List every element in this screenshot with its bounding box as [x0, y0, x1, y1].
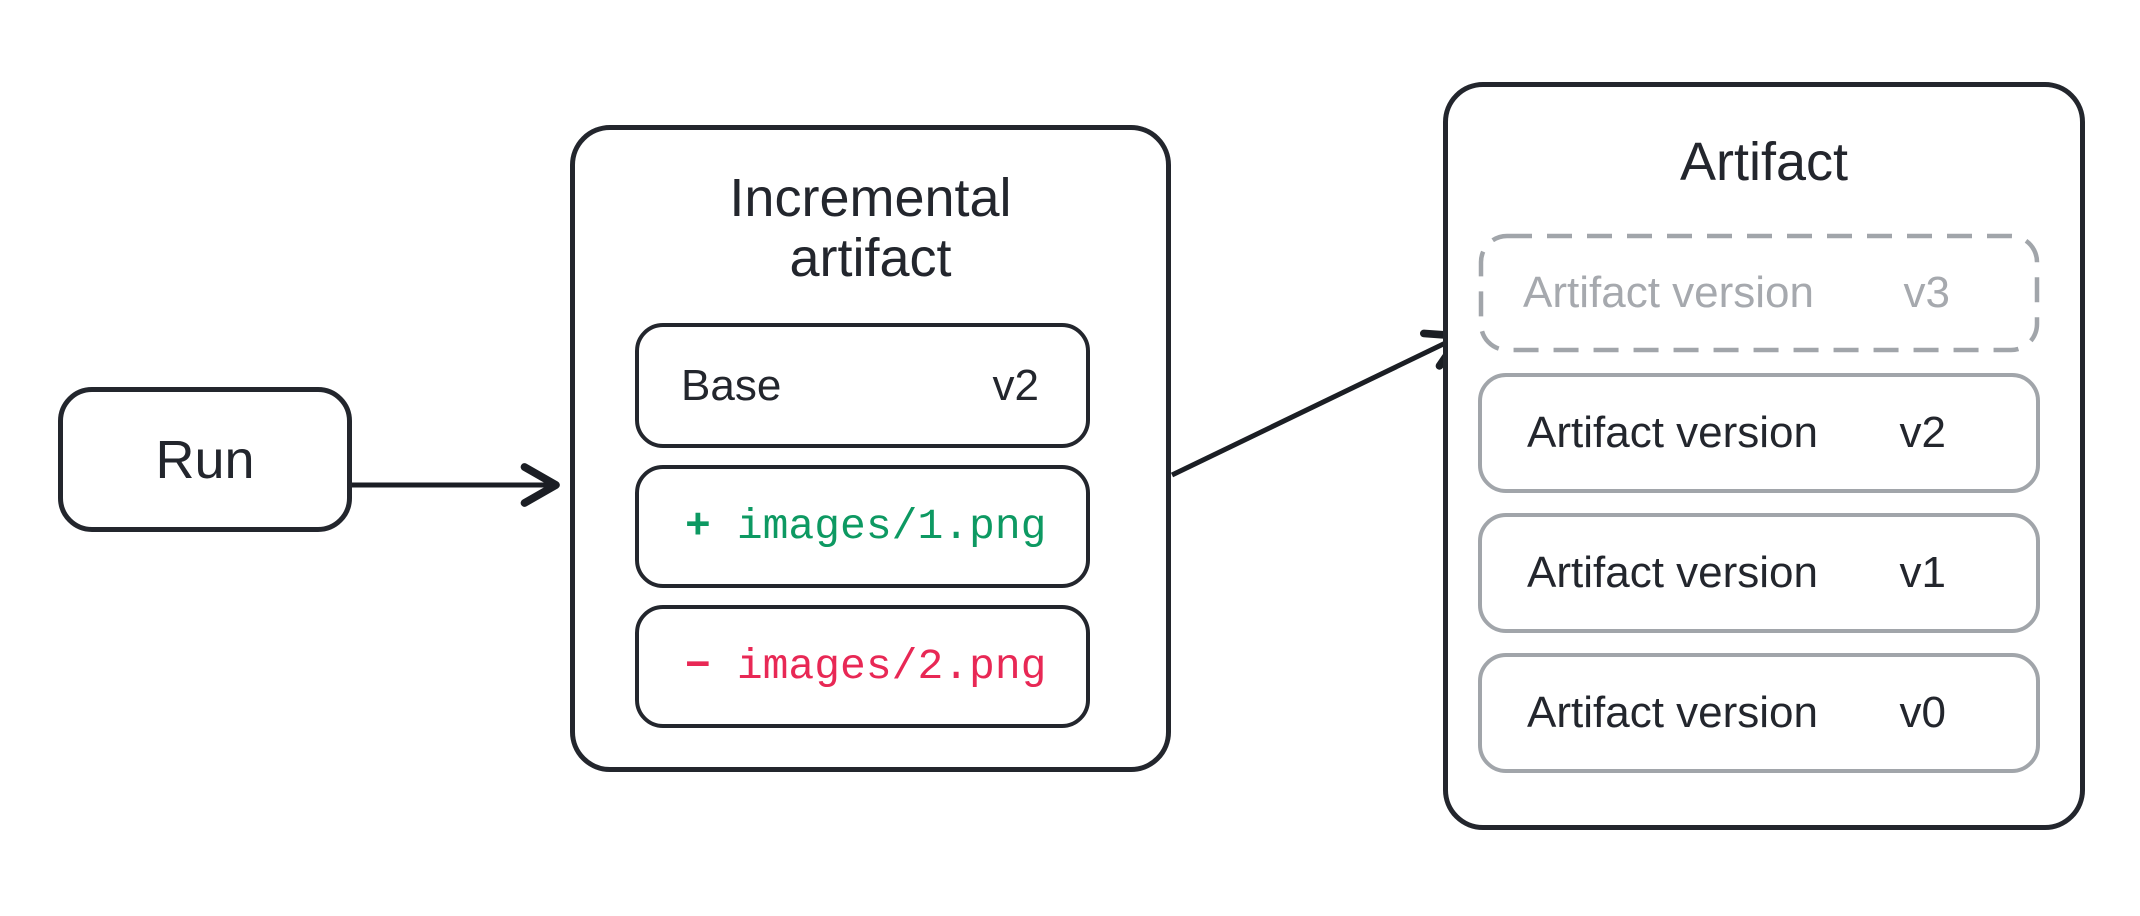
- added-file-row: + images/1.png: [635, 465, 1090, 588]
- run-label: Run: [155, 429, 255, 490]
- plus-icon: +: [685, 502, 711, 551]
- base-label: Base: [681, 360, 782, 410]
- artifact-version-label: Artifact version: [1527, 548, 1818, 597]
- incremental-to-artifact-arrow: [1170, 329, 1464, 478]
- artifact-version-badge: v3: [1903, 268, 1950, 317]
- artifact-version-label: Artifact version: [1523, 268, 1814, 317]
- minus-icon: −: [685, 642, 711, 691]
- artifact-version-badge: v1: [1899, 548, 1946, 597]
- artifact-version-row: Artifact version v0: [1478, 653, 2040, 773]
- removed-file-row: − images/2.png: [635, 605, 1090, 728]
- artifact-version-label: Artifact version: [1527, 408, 1818, 457]
- artifact-version-badge: v0: [1899, 688, 1946, 737]
- artifact-version-row-pending: Artifact version v3: [1478, 233, 2040, 353]
- base-version-row: Base v2: [635, 323, 1090, 448]
- incremental-artifact-title: Incremental artifact: [729, 168, 1012, 288]
- artifact-title: Artifact: [1679, 132, 1849, 192]
- artifact-version-row: Artifact version v2: [1478, 373, 2040, 493]
- artifact-version-row: Artifact version v1: [1478, 513, 2040, 633]
- base-version-badge: v2: [992, 360, 1039, 410]
- artifact-version-label: Artifact version: [1527, 688, 1818, 737]
- removed-file-path: images/2.png: [736, 642, 1047, 691]
- added-file-path: images/1.png: [736, 502, 1047, 551]
- artifact-version-badge: v2: [1899, 408, 1946, 457]
- run-node: Run: [58, 387, 352, 532]
